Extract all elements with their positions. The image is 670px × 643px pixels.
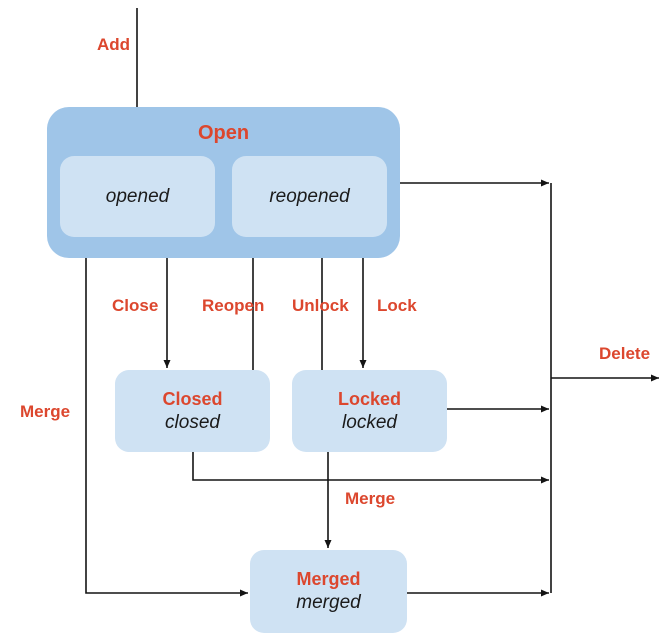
edge-label-merge-left: Merge [20,402,71,421]
merged-state-subtitle: merged [296,592,361,613]
closed-state-subtitle: closed [165,411,220,433]
edge-label-delete: Delete [599,344,651,363]
opened-state: opened [60,156,215,237]
edge-label-reopen: Reopen [202,296,265,315]
opened-state-label: opened [105,185,170,207]
edge-label-merge-middle: Merge [345,489,396,508]
merged-state-title: Merged [296,569,361,589]
edge-label-close: Close [112,296,159,315]
locked-state-title: Locked [337,388,402,409]
closed-state-title: Closed [162,388,223,409]
locked-state: Locked locked [292,370,447,452]
edge-closed-to-delete [192,452,549,484]
edge-label-unlock: Unlock [292,296,349,315]
locked-state-subtitle: locked [342,411,397,433]
edge-label-add: Add [97,35,131,54]
open-group-label: Open [197,122,250,144]
merged-state: Merged merged [250,550,407,633]
reopened-state-label: reopened [269,185,350,207]
reopened-state: reopened [232,156,387,237]
edge-label-lock: Lock [377,296,417,315]
edge-open-to-merged [85,258,248,597]
closed-state: Closed closed [115,370,270,452]
